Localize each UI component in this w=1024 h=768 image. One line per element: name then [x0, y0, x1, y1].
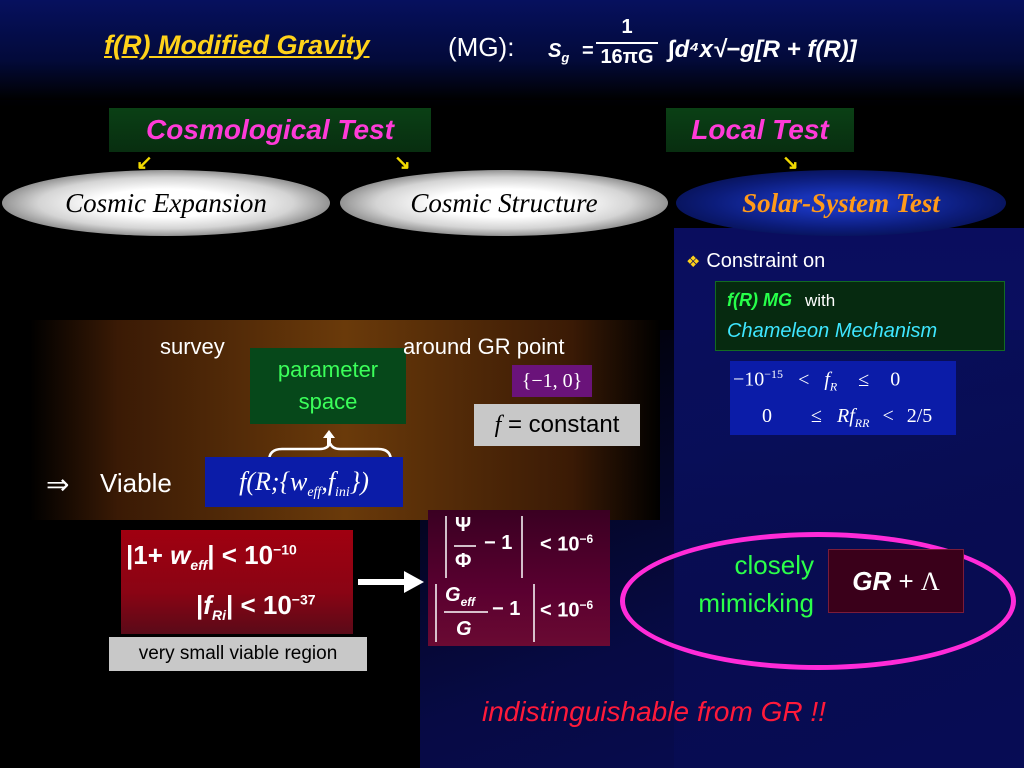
- viable-label: Viable: [100, 468, 172, 498]
- chameleon-label: Chameleon Mechanism: [727, 320, 938, 342]
- diamond-bullet-icon: ❖: [686, 254, 701, 271]
- action-lhs: Sg: [548, 40, 570, 65]
- inequality-1: −10−15 < fR ≤ 0: [733, 367, 901, 394]
- around-gr-label: around GR point: [403, 334, 565, 359]
- fr-mg-label: f(R) MG: [727, 290, 792, 310]
- solar-system-test-ellipse: Solar-System Test: [676, 170, 1006, 236]
- action-equals: =: [582, 40, 594, 62]
- space-label: space: [298, 389, 358, 414]
- parameter-space-box: parameter space: [250, 348, 406, 424]
- mimic-ring: [620, 532, 1016, 670]
- fr-mg-box: [715, 281, 1005, 351]
- mimicking-text: mimicking: [698, 588, 814, 618]
- closely-text: closely: [734, 550, 814, 580]
- survey-label: survey: [160, 334, 225, 359]
- weff-constraint: |1+ weff| < 10−10: [126, 540, 297, 574]
- g-symbol: G: [456, 618, 472, 640]
- psi-bound: < 10−6: [540, 532, 594, 556]
- viable-constraints-box: [121, 530, 353, 634]
- action-integrand: ∫d⁴x√−g[R + f(R)]: [668, 36, 857, 63]
- phi-symbol: Φ: [455, 550, 472, 572]
- constraint-heading: ❖ Constraint on: [686, 250, 825, 273]
- arrow-down-left-icon: ↙: [136, 152, 153, 174]
- closely-mimicking-label: closely mimicking: [660, 546, 814, 622]
- parameter-label: parameter: [277, 357, 379, 382]
- footer-conclusion: indistinguishable from GR !!: [482, 696, 826, 727]
- viable-region-note: very small viable region: [109, 637, 367, 671]
- f-constant-box: f = constant: [474, 404, 640, 446]
- action-equation: Sg = 1 16πG ∫d⁴x√−g[R + f(R)]: [548, 16, 908, 86]
- arrow-down-right-icon: ↘: [394, 152, 411, 174]
- gr-point-box: {−1, 0}: [512, 365, 592, 397]
- ratio-bars: [435, 516, 535, 642]
- implies-icon: ⇒: [46, 468, 70, 501]
- with-label: with: [805, 291, 836, 310]
- arrow-right-icon: [358, 571, 424, 593]
- local-test-label: Local Test: [666, 108, 854, 152]
- geff-symbol: Geff: [445, 584, 476, 609]
- ratio-constraints-box: [428, 510, 610, 646]
- fri-constraint: |fRi| < 10−37: [196, 590, 316, 624]
- slide-title-abbrev: (MG):: [448, 32, 515, 62]
- geff-minus-one: − 1: [492, 598, 521, 620]
- viable-expression: f(R;{weff,fini}): [205, 457, 403, 507]
- slide-title: f(R) Modified Gravity: [104, 30, 370, 60]
- gr-lambda-box: GR + Λ: [828, 549, 964, 613]
- header-band: [0, 0, 1024, 100]
- action-fraction: 1 16πG: [592, 16, 662, 69]
- psi-symbol: Ψ: [455, 514, 472, 536]
- arrow-up-icon: [323, 430, 335, 446]
- geff-bound: < 10−6: [540, 598, 594, 622]
- fr-mg-line: f(R) MG with: [727, 290, 835, 311]
- inequality-box: [730, 361, 956, 435]
- action-numerator: 1: [621, 16, 633, 38]
- arrow-down-right-icon: ↘: [782, 152, 799, 174]
- action-denominator: 16πG: [600, 46, 654, 68]
- psi-minus-one: − 1: [484, 532, 513, 554]
- cosmological-test-label: Cosmological Test: [109, 108, 431, 152]
- constraint-text: Constraint on: [706, 250, 826, 272]
- cosmic-expansion-ellipse: Cosmic Expansion: [2, 170, 330, 236]
- brace-icon: [267, 443, 393, 462]
- inequality-2: 0 ≤ RfRR < 2/5: [762, 405, 933, 430]
- cosmic-structure-ellipse: Cosmic Structure: [340, 170, 668, 236]
